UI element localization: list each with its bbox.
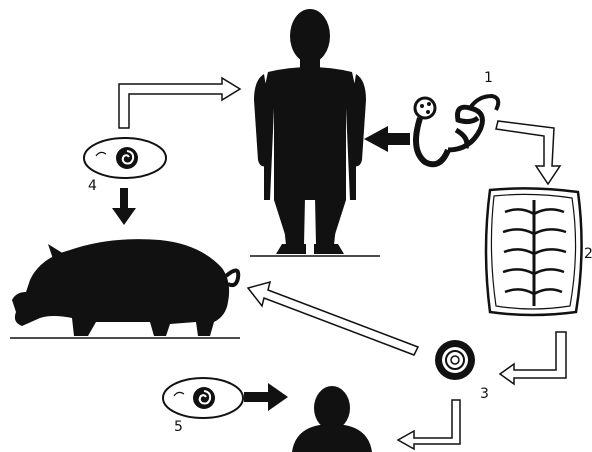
cyst-icon-5 — [163, 378, 243, 418]
arrow-cyst4-to-pig — [112, 188, 136, 225]
arrow-cyst5-to-child — [244, 383, 288, 411]
arrow-cyst4-to-human — [119, 78, 240, 128]
arrow-proglottid-to-egg — [500, 332, 566, 384]
human-figure — [254, 9, 366, 254]
arrow-tapeworm-to-proglottid — [496, 121, 560, 184]
label-4: 4 — [88, 178, 97, 194]
proglottid-icon — [486, 188, 582, 315]
tapeworm-icon — [415, 96, 498, 164]
arrow-egg-to-child — [398, 400, 460, 449]
label-2: 2 — [584, 246, 592, 262]
label-1: 1 — [484, 70, 493, 86]
cyst-icon-4 — [84, 138, 166, 178]
egg-icon — [435, 340, 475, 380]
label-5: 5 — [174, 419, 183, 435]
arrow-egg-to-pig — [248, 282, 418, 355]
arrow-tapeworm-to-human — [364, 126, 410, 152]
pig-figure — [12, 239, 238, 336]
child-figure — [292, 386, 372, 452]
label-3: 3 — [480, 386, 489, 402]
